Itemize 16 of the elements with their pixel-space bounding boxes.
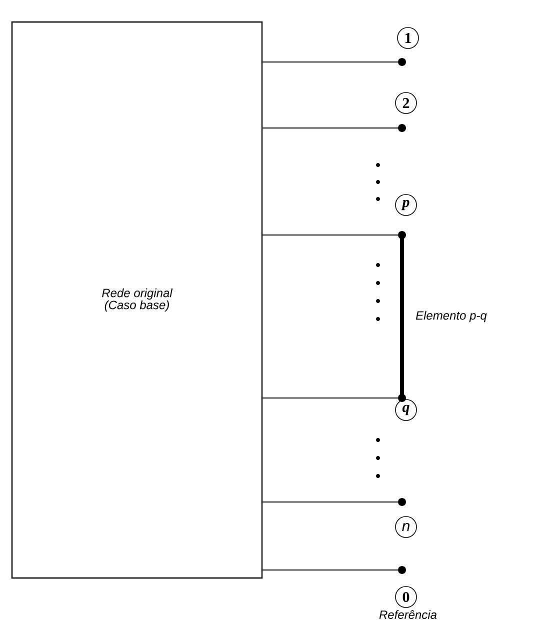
terminal-label: 2 [395, 92, 417, 114]
terminal-label: 0 [395, 586, 417, 608]
node-label: Referência [379, 610, 437, 619]
terminal-dot [398, 566, 406, 574]
terminal-label: q [395, 399, 417, 421]
terminal-dot [398, 498, 406, 506]
terminal-dot [398, 231, 406, 239]
terminal-label: 1 [397, 27, 419, 49]
terminal-dot [398, 58, 406, 66]
terminal-label: p [395, 194, 417, 216]
terminal-label: n [395, 516, 417, 538]
terminal-dot [398, 394, 406, 402]
network-box: Rede original (Caso base) [11, 21, 263, 579]
connector-line [400, 235, 404, 398]
terminal-dot [398, 124, 406, 132]
edge-label: Elemento p-q [416, 310, 487, 322]
